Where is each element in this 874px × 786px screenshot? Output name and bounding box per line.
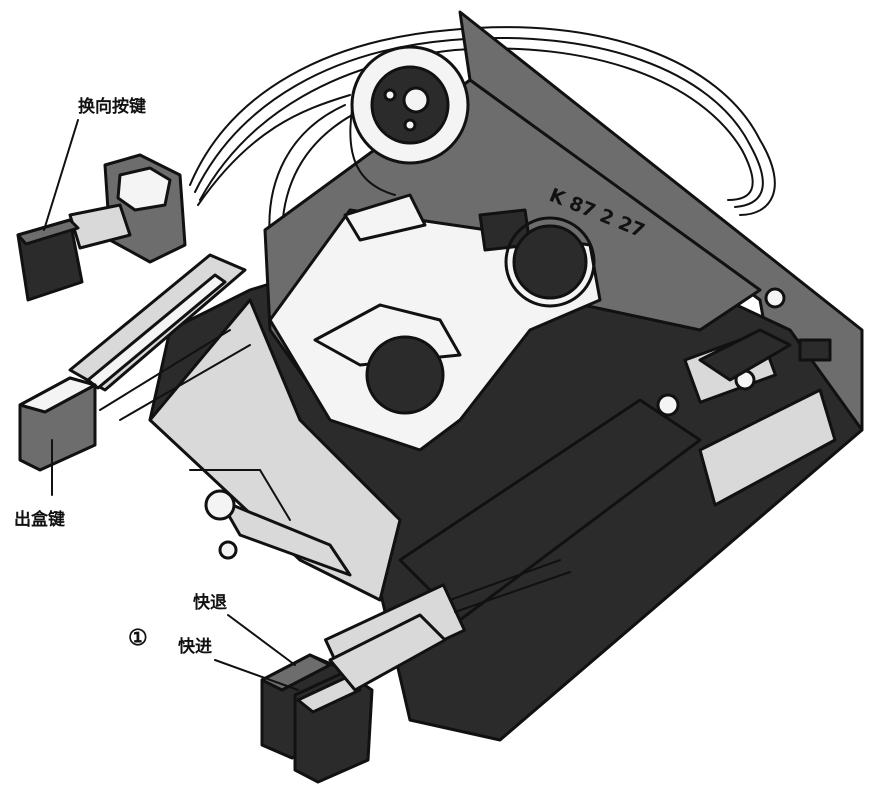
figure-number: ① — [128, 625, 148, 651]
reverse-key-label: 换向按键 — [78, 96, 146, 117]
reverse-switch — [16, 153, 187, 302]
fast-forward-key-button-icon — [293, 670, 374, 784]
fast-forward-label: 快进 — [178, 636, 212, 657]
eject-key-label: 出盒键 — [14, 509, 65, 530]
reel-spindle-icon — [365, 216, 596, 415]
reverse-key-button-icon — [16, 218, 84, 302]
eject-slider — [18, 253, 251, 472]
rewind-label: 快退 — [193, 592, 227, 613]
leader-lines — [43, 119, 299, 691]
transport-mechanism — [656, 287, 837, 507]
eject-key-button-icon — [18, 376, 97, 472]
transport-keys — [260, 613, 447, 784]
motor-pulley-icon — [349, 45, 470, 196]
